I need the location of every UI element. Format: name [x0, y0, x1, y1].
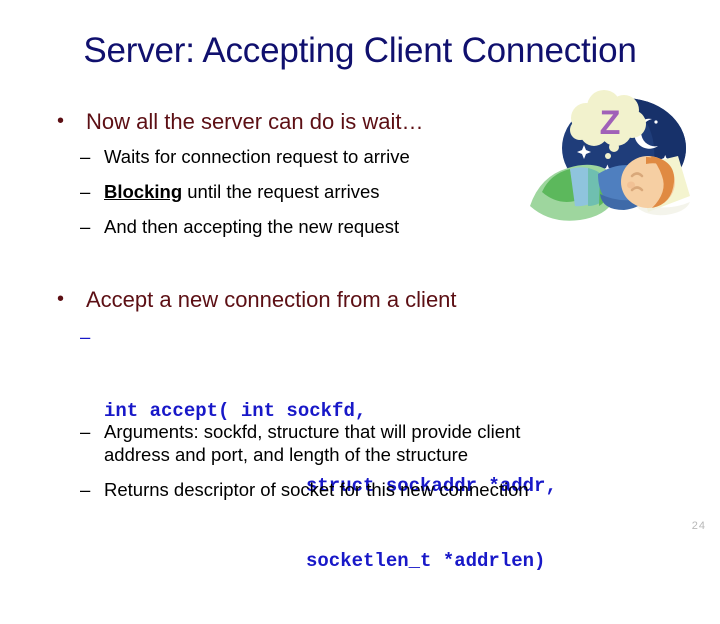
dash-marker: –: [80, 479, 91, 500]
sub-bullet-rest: until the request arrives: [182, 181, 380, 202]
code-line-2: struct sockaddr *addr,: [306, 475, 557, 497]
bullet-text-2: Accept a new connection from a client: [86, 287, 457, 312]
code-line-3: socketlen_t *addrlen): [306, 550, 546, 572]
sub-bullet-1-2: – Blocking until the request arrives: [80, 180, 380, 203]
sub-bullet-2-2: – Returns descriptor of socket for this …: [80, 478, 529, 501]
bullet-text-1: Now all the server can do is wait…: [86, 109, 424, 134]
dash-marker: –: [80, 326, 91, 347]
sub-bullet-text: Blocking until the request arrives: [104, 180, 380, 203]
sub-bullet-text: Arguments: sockfd, structure that will p…: [104, 421, 521, 442]
sub-bullet-1-1: – Waits for connection request to arrive: [80, 145, 410, 168]
bullet-item-2: • Accept a new connection from a client: [57, 286, 457, 313]
sub-bullet-text: Returns descriptor of socket for this ne…: [104, 479, 529, 500]
code-line-1: int accept( int sockfd,: [104, 400, 367, 422]
slide-canvas: Server: Accepting Client Connection: [57, 31, 720, 572]
dash-marker: –: [80, 421, 91, 442]
page-number: 24: [691, 520, 706, 532]
dash-marker: –: [80, 181, 91, 202]
sub-bullet-1-3: – And then accepting the new request: [80, 215, 399, 238]
sleeping-baby-illustration: Z: [528, 88, 720, 248]
slide-body: • Now all the server can do is wait… – W…: [57, 108, 557, 572]
page-title: Server: Accepting Client Connection: [83, 31, 637, 70]
bullet-marker: •: [57, 288, 65, 310]
emphasis-blocking: Blocking: [104, 181, 183, 202]
code-block-accept: – int accept( int sockfd, struct sockadd…: [80, 324, 557, 624]
sub-bullet-text-continuation: address and port, and length of the stru…: [104, 444, 469, 465]
bullet-marker: •: [57, 110, 65, 132]
sub-bullet-2-1: – Arguments: sockfd, structure that will…: [80, 420, 520, 466]
svg-text:Z: Z: [600, 104, 621, 142]
sub-bullet-text: And then accepting the new request: [104, 216, 400, 237]
dash-marker: –: [80, 146, 91, 167]
bullet-item-1: • Now all the server can do is wait…: [57, 108, 423, 135]
sub-bullet-text: Waits for connection request to arrive: [104, 146, 410, 167]
dash-marker: –: [80, 216, 91, 237]
